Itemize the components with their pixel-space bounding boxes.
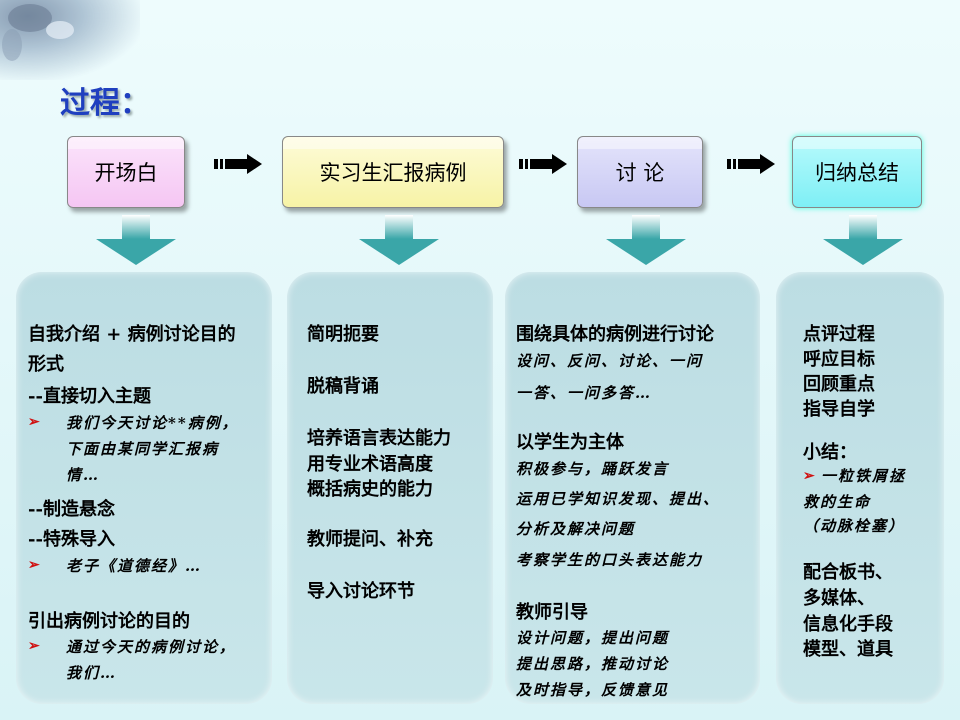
panel-text: 形式 bbox=[28, 354, 64, 375]
panel-detail: 一答、一问多答… bbox=[516, 384, 653, 402]
panel-text: 模型、道具 bbox=[803, 639, 893, 660]
panel-detail: 设问、反问、讨论、一问 bbox=[516, 352, 704, 370]
corner-decoration bbox=[0, 0, 140, 80]
stage-label: 开场白 bbox=[94, 161, 158, 185]
right-arrow-icon bbox=[519, 154, 567, 174]
right-arrow-icon bbox=[214, 154, 262, 174]
panel-text: 小结： bbox=[803, 442, 857, 463]
panel-text: 指导自学 bbox=[803, 399, 875, 420]
panel-text: --特殊导入 bbox=[28, 529, 115, 550]
bullet-arrow-icon: ➢ bbox=[28, 638, 40, 654]
stage-summary: 归纳总结 bbox=[792, 136, 922, 208]
panel-opening: 自我介绍 + 病例讨论目的 形式 --直接切入主题 ➢ 我们今天讨论**病例， … bbox=[16, 272, 272, 704]
panel-detail: 老子《道德经》… bbox=[66, 557, 203, 575]
panel-detail: 考察学生的口头表达能力 bbox=[516, 551, 704, 569]
bullet-arrow-icon: ➢ bbox=[803, 468, 815, 484]
panel-detail: 下面由某同学汇报病 bbox=[66, 440, 220, 458]
panel-text: 简明扼要 bbox=[307, 324, 379, 345]
panel-detail: 及时指导，反馈意见 bbox=[516, 681, 670, 699]
panel-detail: （动脉栓塞） bbox=[803, 517, 906, 535]
panel-discussion: 围绕具体的病例进行讨论 设问、反问、讨论、一问 一答、一问多答… 以学生为主体 … bbox=[505, 272, 760, 704]
panel-text: 教师提问、补充 bbox=[307, 529, 433, 550]
panel-text: 脱稿背诵 bbox=[307, 376, 379, 397]
bullet-arrow-icon: ➢ bbox=[28, 557, 40, 573]
panel-detail: 一粒铁屑拯 bbox=[821, 467, 907, 485]
panel-text: 信息化手段 bbox=[803, 614, 893, 635]
panel-text: 用专业术语高度 bbox=[307, 454, 433, 475]
panel-text: 呼应目标 bbox=[803, 349, 875, 370]
down-arrow-icon bbox=[606, 215, 686, 265]
stage-case-report: 实习生汇报病例 bbox=[282, 136, 504, 208]
right-arrow-icon bbox=[727, 154, 775, 174]
panel-text: --制造悬念 bbox=[28, 499, 115, 520]
panel-detail: 提出思路，推动讨论 bbox=[516, 655, 670, 673]
panel-text: 配合板书、 bbox=[803, 562, 893, 583]
stage-discussion: 讨 论 bbox=[577, 136, 703, 208]
panel-text: 概括病史的能力 bbox=[307, 479, 433, 500]
panel-text: 围绕具体的病例进行讨论 bbox=[516, 324, 714, 345]
panel-detail: 积极参与，踊跃发言 bbox=[516, 460, 670, 478]
panel-text: 点评过程 bbox=[803, 324, 875, 345]
panel-detail: 运用已学知识发现、提出、 bbox=[516, 490, 721, 508]
down-arrow-icon bbox=[359, 215, 439, 265]
down-arrow-icon bbox=[96, 215, 176, 265]
panel-text: 培养语言表达能力 bbox=[307, 428, 451, 449]
panel-detail: 设计问题，提出问题 bbox=[516, 629, 670, 647]
panel-text: 教师引导 bbox=[516, 602, 588, 623]
page-title: 过程： bbox=[60, 86, 150, 121]
stage-opening: 开场白 bbox=[67, 136, 185, 208]
panel-detail: 通过今天的病例讨论， bbox=[66, 638, 237, 656]
panel-detail: 我们今天讨论**病例， bbox=[66, 414, 239, 432]
panel-case-report: 简明扼要 脱稿背诵 培养语言表达能力 用专业术语高度 概括病史的能力 教师提问、… bbox=[287, 272, 493, 704]
bullet-arrow-icon: ➢ bbox=[28, 414, 40, 430]
panel-text: 回顾重点 bbox=[803, 374, 875, 395]
stage-label: 实习生汇报病例 bbox=[319, 161, 467, 185]
panel-text: 以学生为主体 bbox=[516, 432, 624, 453]
stage-label: 讨 论 bbox=[615, 161, 665, 185]
panel-detail: 救的生命 bbox=[803, 493, 872, 511]
panel-detail: 分析及解决问题 bbox=[516, 520, 636, 538]
panel-text: 引出病例讨论的目的 bbox=[28, 611, 190, 632]
stage-label: 归纳总结 bbox=[815, 161, 899, 185]
panel-text: 多媒体、 bbox=[803, 588, 875, 609]
panel-detail: 情… bbox=[66, 466, 101, 484]
panel-detail: 我们… bbox=[66, 664, 118, 682]
down-arrow-icon bbox=[823, 215, 903, 265]
panel-summary: 点评过程 呼应目标 回顾重点 指导自学 小结： ➢ 一粒铁屑拯 救的生命 （动脉… bbox=[776, 272, 944, 704]
panel-text: --直接切入主题 bbox=[28, 386, 151, 407]
panel-text: 导入讨论环节 bbox=[307, 581, 415, 602]
panel-text: 自我介绍 + 病例讨论目的 bbox=[28, 324, 236, 345]
